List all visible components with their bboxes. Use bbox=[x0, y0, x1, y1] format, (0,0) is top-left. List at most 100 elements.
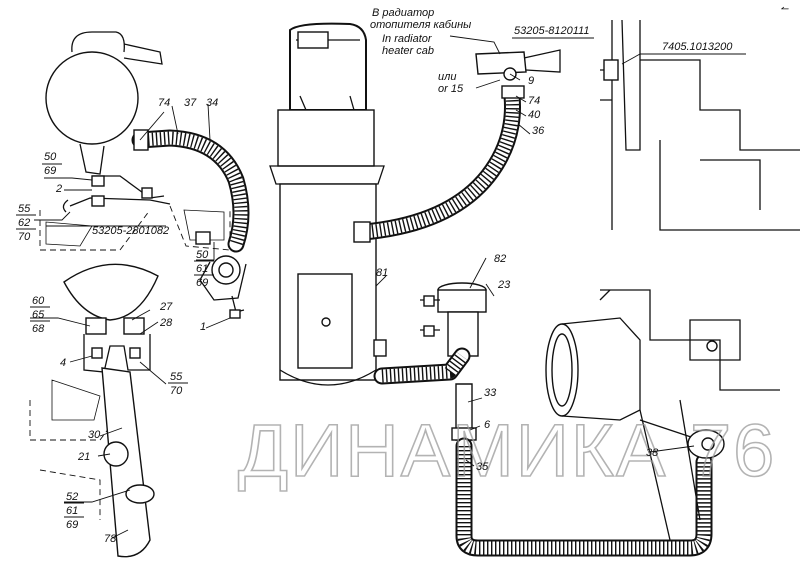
callout-27: 27 bbox=[159, 301, 173, 313]
frame-pocket-c bbox=[51, 379, 101, 421]
callout-82: 82 bbox=[494, 253, 506, 265]
callout-34: 34 bbox=[206, 97, 218, 109]
note-en-line2: heater cab bbox=[382, 45, 434, 57]
callout-23: 23 bbox=[497, 279, 511, 291]
tee-outlet bbox=[523, 49, 561, 73]
frame-outline-d bbox=[39, 469, 101, 520]
part-number-1: 53205-2801082 bbox=[92, 225, 169, 237]
engine-block bbox=[545, 19, 800, 541]
engine-step-a bbox=[640, 59, 800, 151]
frame-outline-b bbox=[169, 205, 231, 251]
tank-body bbox=[45, 51, 139, 145]
callout-4: 4 bbox=[60, 357, 66, 369]
callout-62: 62 bbox=[18, 217, 30, 229]
callout-70a: 70 bbox=[18, 231, 31, 243]
note-ru-line2: отопителя кабины bbox=[370, 19, 471, 31]
callout-40: 40 bbox=[528, 109, 541, 121]
clamp-60 bbox=[85, 317, 107, 335]
panel-screw bbox=[321, 317, 331, 327]
bracket-bar bbox=[69, 197, 171, 207]
callout-50b: 50 bbox=[196, 249, 209, 261]
note-ru-line1: В радиатор bbox=[372, 7, 434, 19]
callout-70b: 70 bbox=[170, 385, 183, 397]
note-en-line1: In radiator bbox=[382, 33, 433, 45]
leader-lines bbox=[30, 35, 746, 539]
callout-30: 30 bbox=[88, 429, 101, 441]
engine-lower-edge bbox=[600, 289, 780, 391]
callout-69a: 69 bbox=[44, 165, 56, 177]
callout-74a: 74 bbox=[158, 97, 170, 109]
callout-50a: 50 bbox=[44, 151, 57, 163]
bracket-clamp-c bbox=[141, 187, 153, 199]
heater-side-port bbox=[373, 339, 387, 357]
valve-bolt-b bbox=[423, 325, 435, 337]
fitting-38-hole bbox=[701, 437, 715, 451]
frame-pocket-b bbox=[183, 209, 225, 241]
clamp-heater-hose bbox=[353, 221, 371, 243]
callout-69b: 69 bbox=[196, 277, 208, 289]
heater-upper-body bbox=[277, 109, 375, 167]
lower-bowl bbox=[63, 263, 159, 321]
clamp-50-left bbox=[195, 231, 211, 245]
callout-69c: 69 bbox=[66, 519, 78, 531]
callout-1: 1 bbox=[200, 321, 206, 333]
upper-right-hose bbox=[353, 49, 561, 243]
engine-bracket-lines bbox=[639, 399, 701, 541]
pump-core bbox=[218, 262, 234, 278]
part-number-2: 53205-8120111 bbox=[514, 25, 589, 37]
callout-78: 78 bbox=[104, 533, 117, 545]
callout-9: 9 bbox=[528, 75, 534, 87]
callout-36: 36 bbox=[532, 125, 545, 137]
heater-top-legs bbox=[299, 95, 355, 111]
bolt-55 bbox=[129, 347, 141, 359]
callout-21: 21 bbox=[77, 451, 90, 463]
clamp-27 bbox=[123, 317, 145, 335]
callout-52: 52 bbox=[66, 491, 78, 503]
engine-step-b bbox=[659, 140, 800, 231]
callout-37: 37 bbox=[184, 97, 197, 109]
cap-tube bbox=[123, 43, 163, 65]
valve-assembly bbox=[373, 282, 487, 385]
labels: 50 69 2 55 62 70 74 37 34 53205-2801082 … bbox=[16, 4, 789, 545]
pipe-clamp-52 bbox=[125, 484, 155, 504]
callout-60: 60 bbox=[32, 295, 45, 307]
engine-boss bbox=[689, 319, 741, 361]
heater-top-box bbox=[289, 22, 367, 111]
watermark-text: ДИНАМИКА 76 bbox=[238, 409, 776, 492]
callout-2: 2 bbox=[55, 183, 62, 195]
tee-fitting bbox=[475, 51, 527, 75]
engine-plug bbox=[603, 59, 619, 81]
frame-pocket-a bbox=[45, 221, 93, 247]
callout-28: 28 bbox=[159, 317, 173, 329]
callout-81: 81 bbox=[376, 267, 388, 279]
pump-housing bbox=[199, 261, 247, 301]
pipe-ring-21 bbox=[103, 441, 129, 467]
lower-hose bbox=[451, 383, 713, 557]
callout-65: 65 bbox=[32, 309, 45, 321]
engine-upper-edge bbox=[611, 19, 641, 230]
callout-38: 38 bbox=[646, 447, 659, 459]
valve-bolt-a bbox=[423, 295, 435, 307]
pulley-inner bbox=[551, 333, 573, 407]
callout-33: 33 bbox=[484, 387, 497, 399]
bracket-clamp-b bbox=[91, 195, 105, 207]
callout-61a: 61 bbox=[196, 263, 208, 275]
bracket-arm bbox=[92, 175, 165, 199]
heater-top-plate bbox=[297, 31, 329, 49]
frame-outline-a bbox=[39, 209, 151, 251]
callout-74b: 74 bbox=[528, 95, 540, 107]
note-or-ru: или bbox=[438, 71, 456, 83]
valve-upper bbox=[437, 289, 487, 313]
bolt-4 bbox=[91, 347, 103, 359]
tank-cap bbox=[71, 31, 125, 53]
pump-housing-right bbox=[561, 317, 641, 421]
callout-68: 68 bbox=[32, 323, 45, 335]
drain-plug bbox=[229, 309, 241, 319]
small-dash-mark-icon: ↼ bbox=[780, 4, 789, 15]
clamp-74-right bbox=[501, 85, 525, 99]
callout-55a: 55 bbox=[18, 203, 31, 215]
exhaust-pipe bbox=[101, 367, 151, 558]
lower-bracket bbox=[83, 334, 151, 373]
note-or-en: or 15 bbox=[438, 83, 464, 95]
